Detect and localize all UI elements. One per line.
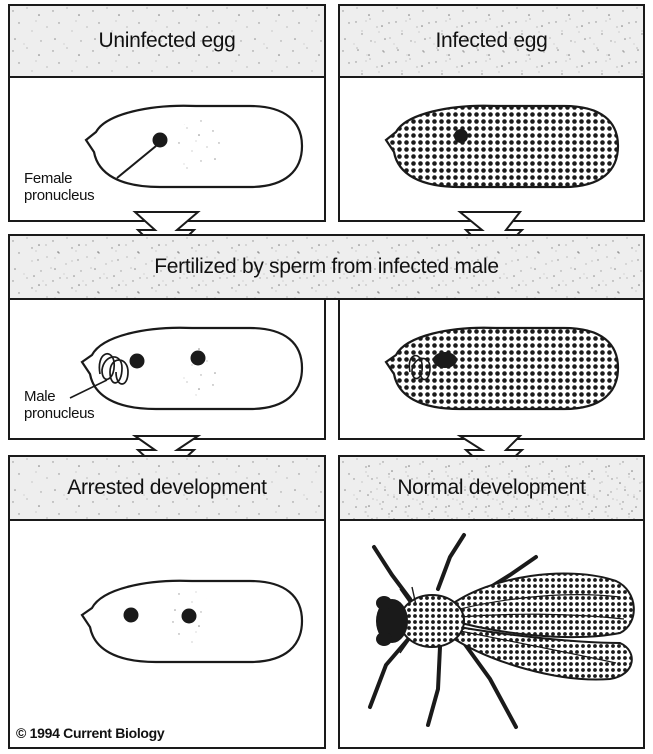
uninfected-fertilized-panel: Male pronucleus [8,300,326,440]
fertilized-banner: Fertilized by sperm from infected male [8,234,645,300]
uninfected-egg-panel: Uninfected egg Female pronucleus [8,4,326,222]
copyright-credit: © 1994 Current Biology [16,725,164,741]
infected-egg-panel: Infected egg [338,4,645,222]
male-pronucleus-label: Male pronucleus [24,388,94,422]
female-pronucleus-label: Female pronucleus [24,170,94,204]
normal-development-title: Normal development [397,476,585,500]
fertilized-banner-text: Fertilized by sperm from infected male [154,255,499,279]
uninfected-egg-title: Uninfected egg [98,29,235,53]
infected-fertilized-drawing [340,300,647,440]
egg-icon [386,328,618,409]
normal-development-panel: Normal development [338,455,645,749]
infected-egg-title: Infected egg [436,29,548,53]
pronucleus-dot-icon [191,351,206,366]
pronucleus-dot-icon [182,609,197,624]
egg-icon [86,106,302,187]
pronucleus-dot-icon [130,354,145,369]
pronucleus-dot-icon [454,129,468,143]
fly-drawing [340,457,647,751]
egg-icon [386,106,618,187]
pronucleus-dot-icon [124,608,139,623]
egg-icon [82,328,302,409]
arrested-egg-drawing [10,457,328,751]
infected-fertilized-panel [338,300,645,440]
fly-icon [370,535,634,727]
arrested-development-title: Arrested development [67,476,266,500]
pronucleus-dot-icon [433,352,457,368]
arrested-development-panel: Arrested development © 1994 Current Biol… [8,455,326,749]
pronucleus-dot-icon [153,133,168,148]
